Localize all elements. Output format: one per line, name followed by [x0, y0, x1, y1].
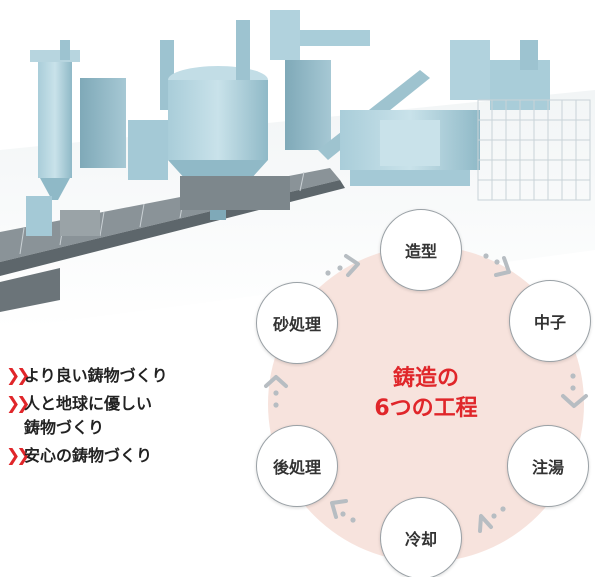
process-step-reikyaku: 冷却	[380, 497, 462, 577]
process-cycle-title: 鋳造の 6つの工程	[316, 364, 536, 424]
process-step-chuutou: 注湯	[507, 425, 589, 507]
process-step-nakago: 中子	[509, 280, 591, 362]
feature-text: より良い鋳物づくり	[24, 366, 168, 385]
process-step-label: 注湯	[531, 458, 564, 477]
feature-text: 人と地球に優しい 鋳物づくり	[24, 394, 153, 437]
process-step-label: 造型	[404, 242, 437, 261]
double-chevron-right-icon: ❯❯	[6, 366, 31, 386]
process-step-label: 後処理	[272, 458, 321, 477]
process-step-goshori: 後処理	[256, 425, 338, 507]
feature-item: ❯❯ 人と地球に優しい 鋳物づくり	[6, 392, 256, 440]
feature-item: ❯❯ 安心の鋳物づくり	[6, 444, 256, 468]
feature-list: ❯❯ より良い鋳物づくり ❯❯ 人と地球に優しい 鋳物づくり ❯❯ 安心の鋳物づ…	[6, 364, 256, 472]
double-chevron-right-icon: ❯❯	[6, 446, 31, 466]
feature-item: ❯❯ より良い鋳物づくり	[6, 364, 256, 388]
process-step-label: 冷却	[404, 530, 437, 549]
feature-text: 安心の鋳物づくり	[24, 446, 153, 465]
double-chevron-right-icon: ❯❯	[6, 394, 31, 414]
process-step-label: 中子	[533, 313, 566, 332]
process-step-sunashori: 砂処理	[256, 282, 338, 364]
center-title-line-1: 鋳造の	[392, 366, 459, 391]
center-title-line-2: 6つの工程	[374, 396, 478, 421]
process-step-zoukei: 造型	[380, 209, 462, 291]
process-step-label: 砂処理	[272, 315, 321, 334]
